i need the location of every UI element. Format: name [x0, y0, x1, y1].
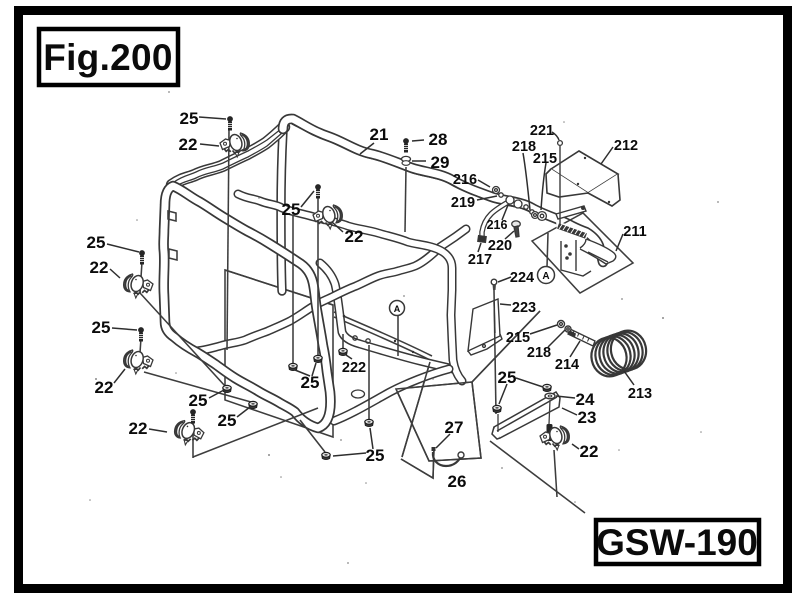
- svg-text:25: 25: [180, 109, 199, 128]
- svg-text:28: 28: [429, 130, 448, 149]
- svg-text:26: 26: [448, 472, 467, 491]
- svg-text:22: 22: [90, 258, 109, 277]
- svg-text:211: 211: [623, 224, 646, 240]
- svg-text:216: 216: [487, 218, 508, 232]
- svg-text:22: 22: [95, 378, 114, 397]
- svg-text:22: 22: [345, 227, 364, 246]
- svg-text:Fig.200: Fig.200: [43, 37, 173, 78]
- svg-text:21: 21: [370, 125, 389, 144]
- svg-text:A: A: [542, 271, 549, 282]
- svg-text:221: 221: [530, 123, 554, 139]
- svg-text:27: 27: [445, 418, 464, 437]
- svg-text:216: 216: [453, 172, 477, 188]
- svg-text:25: 25: [301, 373, 320, 392]
- svg-text:23: 23: [578, 408, 597, 427]
- svg-text:22: 22: [179, 135, 198, 154]
- svg-text:223: 223: [512, 300, 536, 316]
- svg-text:218: 218: [527, 345, 551, 361]
- svg-text:25: 25: [218, 411, 237, 430]
- svg-text:25: 25: [189, 391, 208, 410]
- svg-text:29: 29: [431, 153, 450, 172]
- svg-text:215: 215: [506, 330, 530, 346]
- svg-text:224: 224: [510, 270, 534, 286]
- svg-text:217: 217: [468, 252, 492, 268]
- svg-text:25: 25: [366, 446, 385, 465]
- svg-text:222: 222: [342, 360, 366, 376]
- svg-text:218: 218: [512, 139, 536, 155]
- svg-text:22: 22: [129, 419, 148, 438]
- svg-text:25: 25: [92, 318, 111, 337]
- svg-text:215: 215: [533, 151, 557, 167]
- svg-text:220: 220: [488, 238, 512, 254]
- svg-text:25: 25: [498, 368, 517, 387]
- svg-text:214: 214: [555, 357, 579, 373]
- svg-text:25: 25: [87, 233, 106, 252]
- svg-text:212: 212: [614, 138, 638, 154]
- svg-text:213: 213: [628, 386, 652, 402]
- svg-text:24: 24: [576, 390, 595, 409]
- svg-text:219: 219: [451, 195, 475, 211]
- svg-text:GSW-190: GSW-190: [596, 522, 758, 563]
- svg-text:25: 25: [282, 200, 301, 219]
- svg-text:A: A: [394, 304, 401, 314]
- svg-text:22: 22: [580, 442, 599, 461]
